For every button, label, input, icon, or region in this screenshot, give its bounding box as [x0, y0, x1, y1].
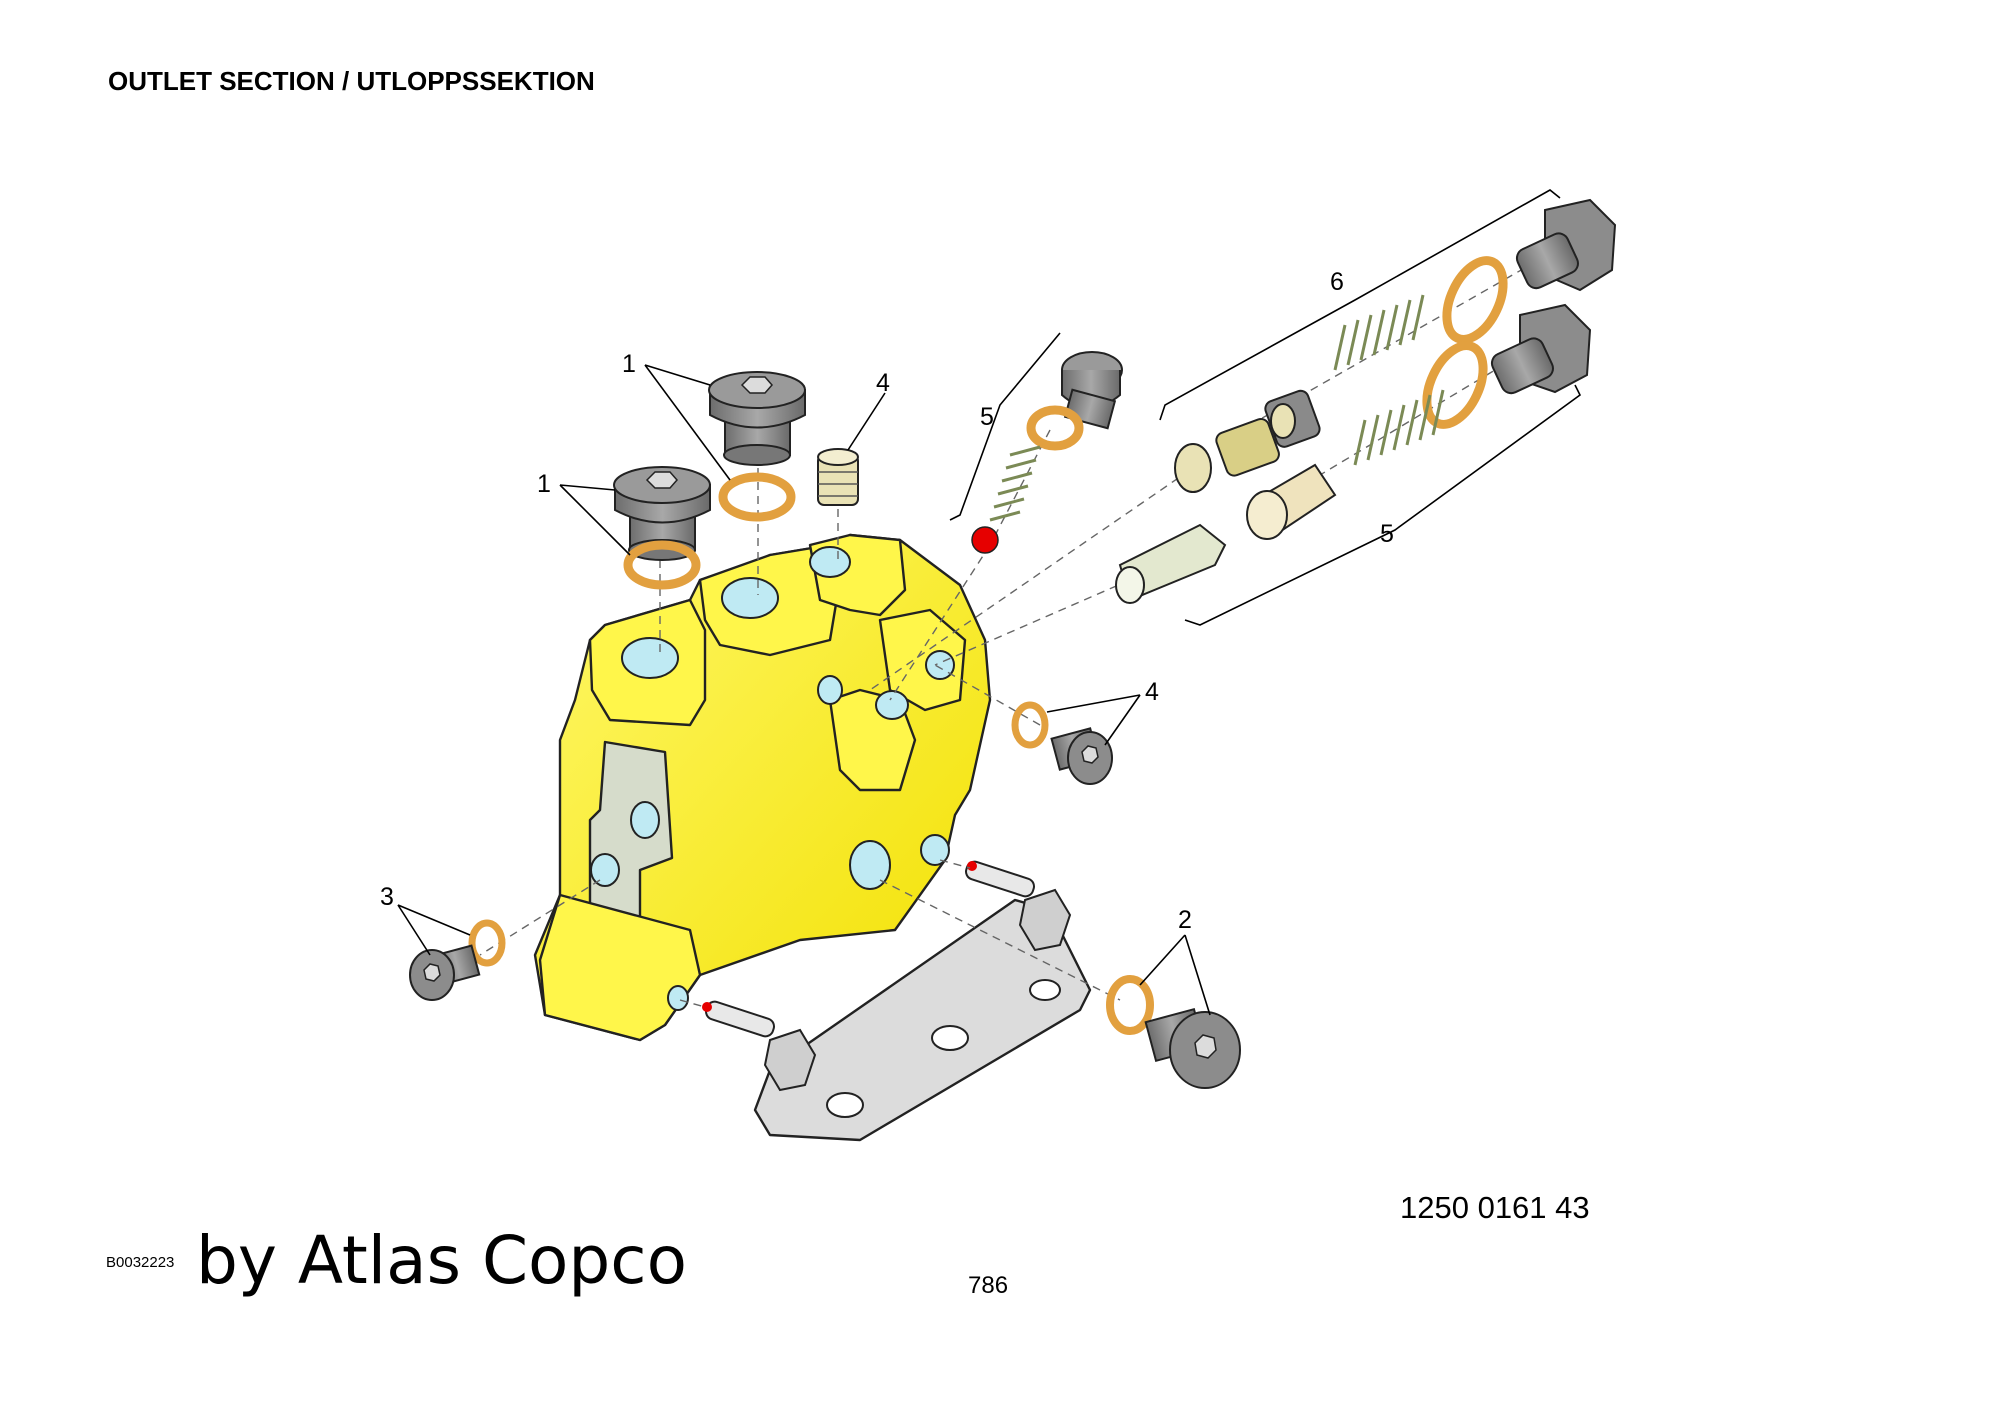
- small-threaded-plug: [817, 448, 859, 506]
- callout-1-lower: 1: [537, 470, 551, 498]
- port: [621, 637, 679, 679]
- port: [817, 675, 843, 705]
- part-number: 1250 0161 43: [1400, 1190, 1590, 1225]
- page-title: OUTLET SECTION / UTLOPPSSEKTION: [108, 66, 595, 96]
- side-plug-with-seal: [1011, 701, 1113, 785]
- left-plug-with-seal: [409, 919, 506, 1001]
- plug-with-seal-top-right: [708, 371, 806, 522]
- page-number: 786: [968, 1272, 1009, 1299]
- port: [875, 690, 909, 720]
- port: [920, 834, 950, 866]
- port: [809, 546, 851, 578]
- callout-4-top: 4: [876, 369, 890, 397]
- port: [721, 577, 779, 619]
- brand-watermark: by Atlas Copco: [196, 1222, 687, 1299]
- outlet-housing: [533, 533, 992, 1042]
- callout-5-lower: 5: [1380, 520, 1394, 548]
- port: [925, 650, 955, 680]
- callout-5-upper: 5: [980, 403, 994, 431]
- port: [630, 801, 660, 839]
- port: [849, 840, 891, 890]
- mounting-bracket: [702, 860, 1092, 1142]
- callout-2: 2: [1178, 906, 1192, 934]
- callout-6: 6: [1330, 268, 1344, 296]
- callout-1-upper: 1: [622, 350, 636, 378]
- callout-3: 3: [380, 883, 394, 911]
- bottom-plug-with-seal: [1106, 975, 1241, 1089]
- port: [667, 985, 689, 1011]
- check-valve-set: [971, 351, 1123, 554]
- callout-leaders: [397, 189, 1582, 1016]
- port: [590, 853, 620, 887]
- drawing-reference: B0032223: [106, 1254, 175, 1271]
- pressure-valve-assembly: [1115, 198, 1617, 604]
- callout-4-lower: 4: [1145, 678, 1159, 706]
- plug-with-seal-top-left: [613, 466, 711, 590]
